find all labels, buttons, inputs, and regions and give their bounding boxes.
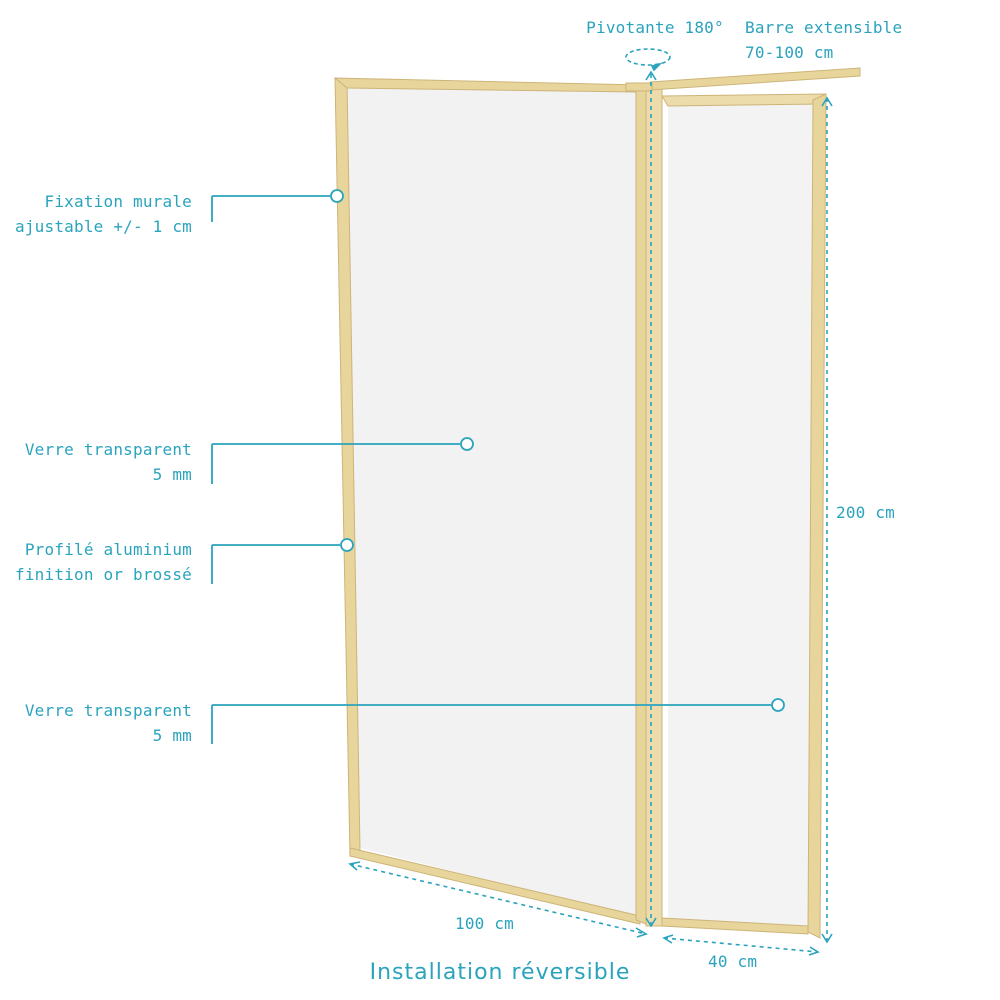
main-frame-right	[635, 87, 647, 925]
pivot-axis-arrow-top	[645, 70, 657, 81]
leader-wall-fixation	[211, 189, 344, 222]
leader-glass-main	[211, 437, 474, 484]
pivot-label: Pivotante 180°	[586, 18, 724, 37]
small-glass	[668, 102, 813, 928]
small-frame-top	[661, 93, 827, 107]
width-small-label: 40 cm	[708, 952, 758, 971]
wall-fixation-label: Fixation murale ajustable +/- 1 cm	[15, 192, 192, 236]
extensible-bar	[625, 67, 861, 92]
width-small-dimension-line	[663, 937, 819, 953]
main-glass	[347, 85, 640, 918]
leader-glass-small	[211, 698, 785, 744]
width-main-label: 100 cm	[455, 914, 514, 933]
caption: Installation réversible	[369, 960, 631, 985]
width-main-arrow-right	[635, 927, 648, 938]
leader-profile	[211, 538, 354, 584]
small-frame-right	[807, 93, 827, 939]
height-arrow-top	[821, 96, 833, 107]
profile-label: Profilé aluminium finition or brossé	[15, 540, 192, 584]
main-panel	[333, 77, 647, 925]
width-small-arrow-right	[808, 946, 820, 956]
glass-main-label: Verre transparent 5 mm	[24, 440, 192, 484]
height-arrow-bottom	[821, 933, 833, 944]
small-panel	[661, 93, 827, 939]
glass-small-label: Verre transparent 5 mm	[24, 701, 192, 745]
pivot-axis-arrow-bottom	[645, 917, 657, 928]
rotation-arrow-icon	[625, 48, 671, 72]
width-small-arrow-left	[662, 934, 674, 944]
small-frame-bottom	[661, 917, 809, 935]
extensible-bar-label: Barre extensible 70-100 cm	[745, 18, 903, 62]
height-label: 200 cm	[836, 503, 895, 522]
main-frame-bottom	[349, 847, 641, 925]
width-main-dimension-line	[349, 863, 647, 935]
width-main-arrow-left	[348, 861, 361, 871]
pivot-profile	[645, 85, 663, 927]
